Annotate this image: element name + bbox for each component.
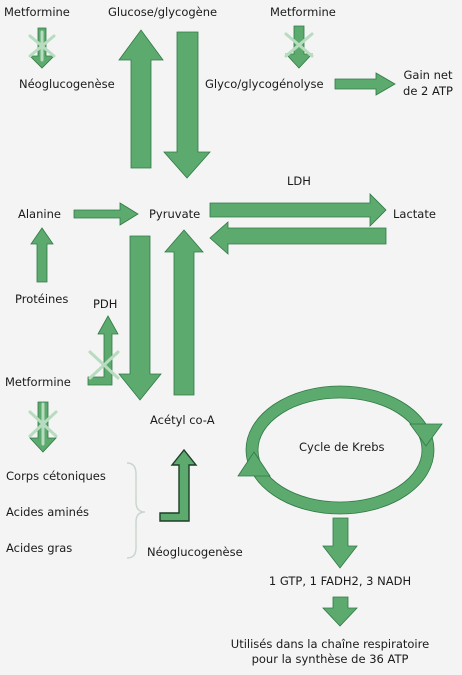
label-pyruvate: Pyruvate — [149, 207, 201, 221]
inhibition-cross-pdh — [88, 350, 120, 380]
label-gain-net-1: Gain net — [403, 68, 453, 82]
label-acides-gras: Acides gras — [6, 541, 73, 555]
label-cycle-krebs: Cycle de Krebs — [299, 440, 385, 454]
arrow-alanine-pyruvate — [73, 202, 139, 226]
inhibition-cross-mid — [28, 402, 58, 446]
arrow-acetylcoa-pyruvate — [164, 229, 204, 396]
inhibition-cross-right — [284, 32, 314, 58]
arrow-krebs-products — [322, 517, 358, 569]
arrow-proteines-alanine — [30, 227, 54, 283]
label-neoglucogenese-bottom: Néoglucogenèse — [147, 545, 243, 559]
label-utilises-1: Utilisés dans la chaîne respiratoire — [230, 637, 430, 651]
arrow-neoglucogenese-acetylcoa — [159, 448, 198, 522]
label-glucose-glycogene: Glucose/glycogène — [108, 5, 218, 19]
arrow-pyruvate-acetylcoa — [118, 235, 162, 401]
arrow-neoglucogenese-up — [118, 29, 164, 169]
label-neoglucogenese-top: Néoglucogenèse — [19, 77, 115, 91]
label-proteines: Protéines — [15, 292, 69, 306]
arrow-lactate-pyruvate — [209, 221, 387, 255]
label-metformine-mid: Metformine — [5, 375, 71, 389]
label-acetyl-coa: Acétyl co-A — [150, 413, 215, 427]
arrow-products-utilises — [322, 596, 358, 627]
label-metformine-top-left: Metformine — [4, 5, 70, 19]
krebs-arrowhead-right — [409, 423, 443, 447]
arrow-pyruvate-lactate — [209, 193, 387, 227]
label-metformine-top-right: Metformine — [270, 5, 336, 19]
label-gain-net-2: de 2 ATP — [403, 84, 453, 98]
label-lactate: Lactate — [393, 207, 436, 221]
metformine-right-inhibition-arrow — [285, 25, 313, 69]
arrow-glycolyse-down — [163, 31, 211, 179]
label-krebs-products: 1 GTP, 1 FADH2, 3 NADH — [268, 574, 412, 588]
krebs-arrowhead-left — [237, 451, 271, 477]
arrow-metformine-pdh — [87, 315, 119, 386]
label-ldh: LDH — [287, 174, 311, 188]
label-utilises-2: pour la synthèse de 36 ATP — [251, 652, 409, 666]
inhibition-cross-left — [28, 30, 56, 62]
krebs-cycle-ring — [246, 386, 434, 514]
label-alanine: Alanine — [18, 207, 61, 221]
label-pdh: PDH — [93, 297, 118, 311]
label-glycolyse: Glyco/glycogénolyse — [205, 77, 324, 91]
substrates-brace — [126, 462, 146, 559]
label-corps-cetoniques: Corps cétoniques — [6, 469, 106, 483]
label-acides-amines: Acides aminés — [6, 505, 90, 519]
arrow-gain-atp — [334, 72, 396, 96]
